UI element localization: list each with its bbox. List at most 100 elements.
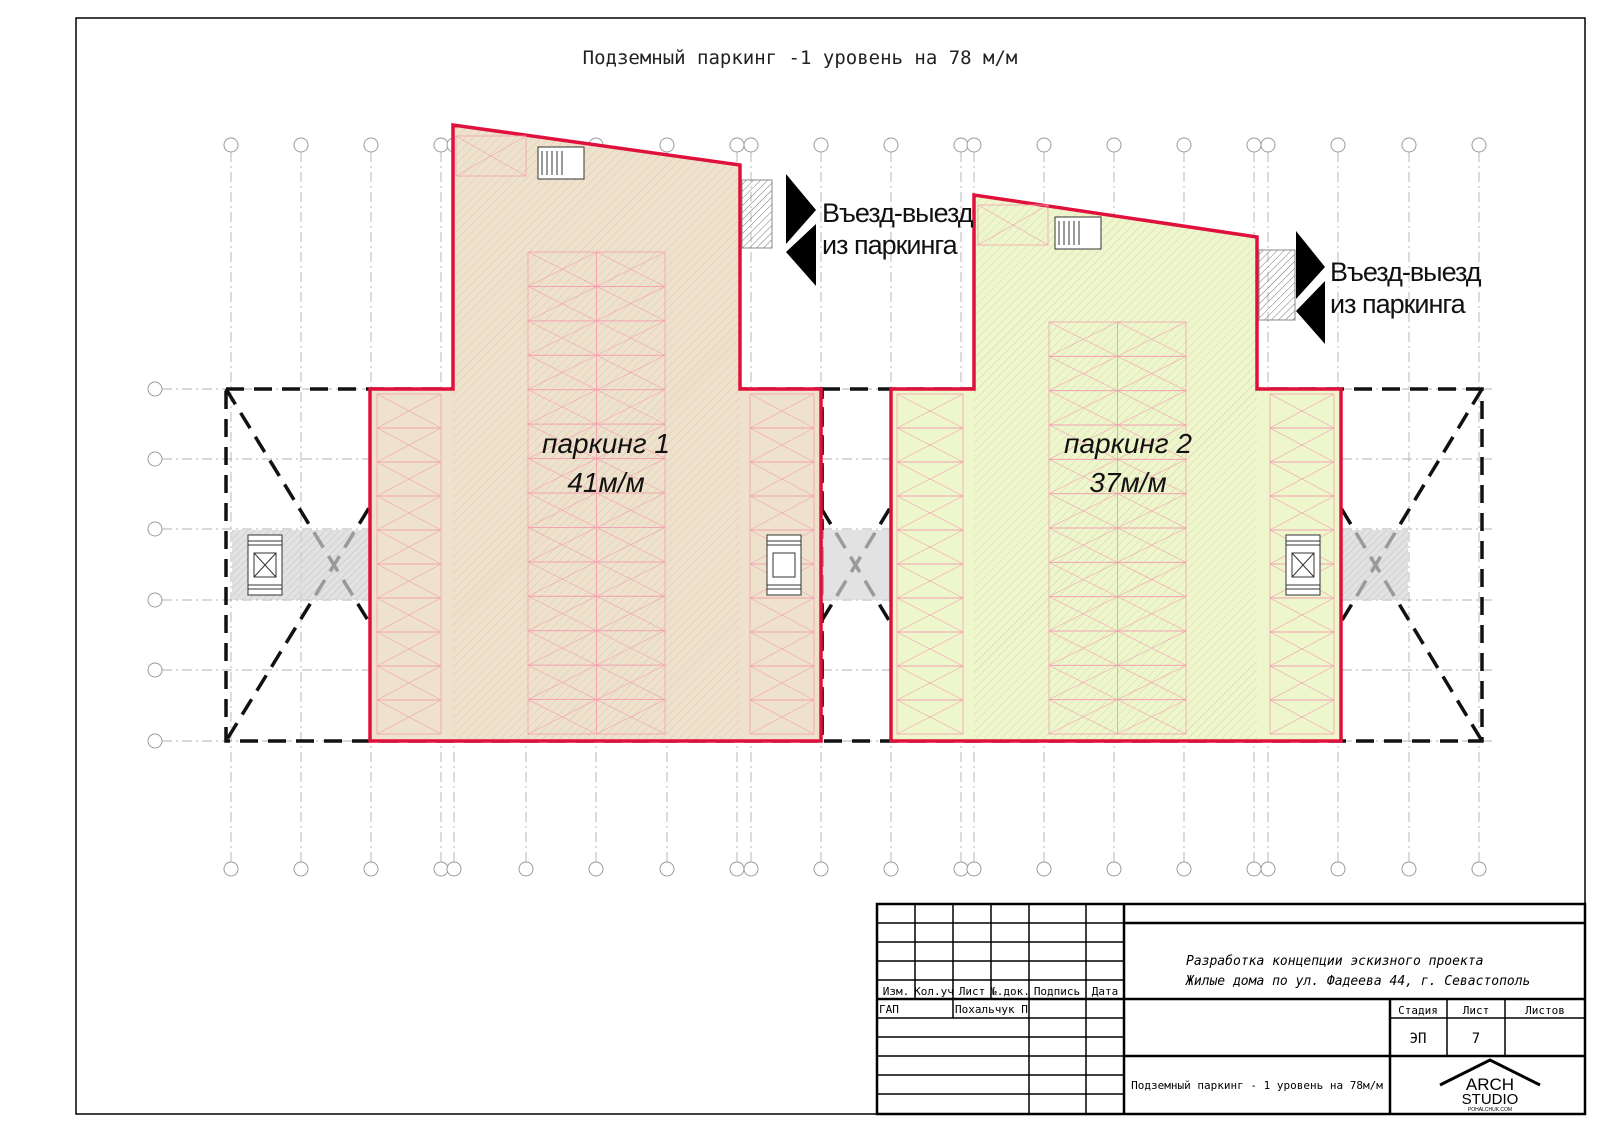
arch-studio-logo: ARCH STUDIO POHALCHUK.COM xyxy=(1439,1058,1541,1113)
stair-icon xyxy=(247,534,283,596)
parking-stall xyxy=(896,495,964,531)
axis-bubble xyxy=(147,733,163,749)
parking-stall xyxy=(1117,321,1187,357)
axis-bubble xyxy=(883,861,899,877)
stair-icon xyxy=(766,534,802,596)
axis-bubble xyxy=(743,861,759,877)
tb-header-izm: Изм. xyxy=(883,985,910,998)
axis-bubble xyxy=(1106,137,1122,153)
tb-header-list: Лист xyxy=(959,985,986,998)
parking-stall xyxy=(1117,630,1187,666)
axis-bubble xyxy=(1246,861,1262,877)
axis-bubble xyxy=(1036,861,1052,877)
parking-stall xyxy=(376,699,442,735)
parking-2-name: паркинг 2 xyxy=(1064,428,1192,459)
tb-gap-name: Похальчук П xyxy=(955,1003,1028,1016)
parking-stall xyxy=(1269,631,1335,667)
stair-icon xyxy=(537,146,585,180)
parking-stall xyxy=(376,495,442,531)
logo-line1: ARCH xyxy=(1466,1075,1514,1094)
sheet-frame xyxy=(75,17,1586,1115)
tb-header-n-dok: №.док. xyxy=(990,985,1030,998)
axis-bubble xyxy=(966,861,982,877)
axis-bubble xyxy=(147,521,163,537)
axis-bubble xyxy=(446,861,462,877)
axis-bubble xyxy=(147,662,163,678)
axis-bubble xyxy=(1330,137,1346,153)
parking-1-capacity: 41м/м xyxy=(567,467,644,498)
axis-bubble xyxy=(659,861,675,877)
axis-bubble xyxy=(966,137,982,153)
parking-stall xyxy=(596,320,666,356)
stair-icon xyxy=(1054,216,1102,250)
tb-sheet-header: Лист xyxy=(1463,1004,1490,1017)
axis-bubble xyxy=(363,861,379,877)
axis-bubble xyxy=(223,137,239,153)
parking-stall xyxy=(977,204,1049,246)
parking-stall xyxy=(896,699,964,735)
tb-header-kol-uch: Кол.уч xyxy=(914,985,954,998)
axis-bubble xyxy=(518,861,534,877)
entry-ramps xyxy=(741,179,1296,321)
parking-stall xyxy=(376,631,442,667)
axis-bubble xyxy=(659,137,675,153)
tb-gap-role: ГАП xyxy=(879,1003,899,1016)
stair-symbols xyxy=(247,146,1321,596)
ramp-2 xyxy=(1258,249,1296,321)
axis-bubble xyxy=(1246,137,1262,153)
parking-1-outline xyxy=(368,122,823,743)
entrance-1-line1: Въезд-выезд xyxy=(822,198,974,228)
parking-2-capacity: 37м/м xyxy=(1089,467,1166,498)
parking-stall xyxy=(455,135,527,177)
axis-bubble xyxy=(147,451,163,467)
axis-bubble xyxy=(883,137,899,153)
title-block: Изм. Кол.уч Лист №.док. Подпись Дата ГАП… xyxy=(875,902,1587,1116)
axis-bubble xyxy=(1401,137,1417,153)
entrance-arrow-1b xyxy=(786,224,816,286)
parking-stall xyxy=(749,393,815,429)
axis-bubble xyxy=(433,861,449,877)
ramp-1 xyxy=(741,179,773,249)
tb-stage-value: ЭП xyxy=(1410,1031,1427,1047)
axis-bubble xyxy=(729,137,745,153)
parking-stall xyxy=(1117,699,1187,735)
axis-bubble xyxy=(1471,137,1487,153)
axis-bubble xyxy=(813,861,829,877)
axis-bubble xyxy=(1036,137,1052,153)
axis-bubble xyxy=(223,861,239,877)
entrance-2-line2: из паркинга xyxy=(1330,289,1467,319)
axis-bubble xyxy=(147,592,163,608)
tb-header-podpis: Подпись xyxy=(1034,985,1080,998)
axis-bubble xyxy=(1176,137,1192,153)
logo-line2: STUDIO xyxy=(1462,1091,1519,1108)
parking-1-name: паркинг 1 xyxy=(542,428,670,459)
tb-project-line2: Жилые дома по ул. Фадеева 44, г. Севасто… xyxy=(1185,974,1530,989)
entrance-arrow-1 xyxy=(786,174,816,244)
parking-stall xyxy=(596,699,666,735)
tb-sheet-name: Подземный паркинг - 1 уровень на 78м/м xyxy=(1131,1079,1383,1092)
axis-bubble xyxy=(1176,861,1192,877)
tb-sheets-header: Листов xyxy=(1525,1004,1565,1017)
axis-bubble xyxy=(729,861,745,877)
tb-sheet-value: 7 xyxy=(1472,1031,1480,1047)
axis-bubble xyxy=(293,137,309,153)
axis-bubble xyxy=(1106,861,1122,877)
parking-stall xyxy=(596,423,666,459)
axis-bubble xyxy=(1471,861,1487,877)
axis-bubble xyxy=(1260,861,1276,877)
parking-stall xyxy=(749,699,815,735)
entrance-arrows xyxy=(786,174,1325,344)
axis-bubble xyxy=(433,137,449,153)
tb-project-line1: Разработка концепции эскизного проекта xyxy=(1186,954,1483,969)
logo-line3: POHALCHUK.COM xyxy=(1468,1107,1512,1113)
parking-stalls xyxy=(376,135,1335,735)
entrance-2-line1: Въезд-выезд xyxy=(1330,257,1482,287)
axis-bubble xyxy=(1401,861,1417,877)
tb-header-data: Дата xyxy=(1092,985,1119,998)
stair-icon xyxy=(1285,534,1321,596)
axis-bubble xyxy=(953,861,969,877)
parking-stall xyxy=(1269,699,1335,735)
axis-bubble xyxy=(1330,861,1346,877)
parking-stall xyxy=(1269,427,1335,463)
